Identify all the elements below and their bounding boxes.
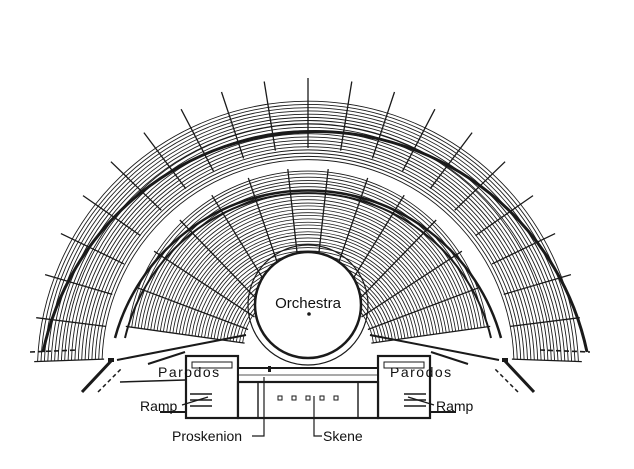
seat-row (128, 170, 488, 327)
parodos-left-label: Parodos (158, 364, 221, 380)
skene-column (319, 395, 325, 401)
outer-wall (41, 130, 589, 353)
ramp-right (404, 393, 426, 407)
proskenion-leader (252, 377, 265, 437)
ramp-left-label: Ramp (140, 398, 178, 414)
aisle-line (491, 233, 556, 265)
parodos-right-passage-top (430, 351, 469, 365)
parodos-left-wall-inner (97, 367, 123, 393)
aisle-line (475, 195, 534, 237)
seat-row (131, 173, 485, 328)
diazoma-outer-edge (113, 189, 503, 339)
seat-row (185, 228, 431, 335)
diazoma-inner-edge (124, 192, 492, 339)
paraskenion-left-inner (191, 361, 233, 369)
seat-row (98, 155, 518, 360)
seat-row (204, 247, 412, 338)
aisle-line (339, 81, 353, 151)
orchestra-ring (247, 244, 369, 366)
parodos-right-wall-inner (493, 367, 519, 393)
aisle-line (110, 161, 162, 211)
aisle-line (401, 108, 436, 172)
seat-row (194, 237, 422, 337)
seat-row (156, 199, 460, 331)
seat-row (143, 186, 473, 330)
aisle-line (361, 250, 463, 318)
aisle-line (34, 358, 105, 363)
ramp-right-leader (407, 396, 435, 406)
seat-row (200, 243, 416, 338)
upper-cavea-edge-left (29, 349, 79, 353)
ramp-left-leader (181, 396, 209, 406)
parodos-left-passage-bottom (119, 379, 186, 383)
aisle-line (510, 317, 580, 328)
thymele-dot (307, 312, 311, 316)
skene-column (305, 395, 311, 401)
skene-column (277, 395, 283, 401)
aisle-line (429, 132, 473, 190)
parodos-left-wall-outer (80, 358, 114, 394)
seat-row (175, 218, 441, 334)
aisle-line (511, 358, 582, 363)
upper-cavea-edge-right (539, 349, 591, 353)
ramp-right-label: Ramp (436, 398, 474, 414)
seat-row (197, 241, 419, 337)
proskenion-door (268, 366, 271, 372)
aisle-line (367, 286, 481, 331)
skene-label: Skene (323, 428, 363, 444)
upper-aisles (34, 78, 582, 363)
aisle-line (371, 325, 491, 344)
paraskenion-right-inner (383, 361, 425, 369)
seat-row (178, 221, 438, 334)
parodos-right-gate (502, 358, 508, 362)
seat-row (159, 202, 457, 332)
aisle-line (82, 195, 141, 237)
skene-leader (313, 396, 322, 437)
skene-columns (277, 395, 339, 401)
aisle-line (263, 81, 277, 151)
seat-row (191, 234, 425, 336)
lower-cavea-edge-right (369, 334, 500, 361)
seat-row (134, 176, 482, 328)
proskenion-label: Proskenion (172, 428, 242, 444)
seat-row (140, 183, 476, 329)
orchestra-circle (253, 250, 363, 360)
seat-row (172, 215, 444, 334)
seat-row (188, 231, 428, 336)
aisle-line (60, 233, 125, 265)
aisle-line (220, 91, 245, 159)
aisle-line (371, 91, 396, 159)
scene-building (160, 354, 456, 420)
seat-row (162, 205, 454, 332)
aisle-line (36, 317, 106, 328)
aisle-line (44, 273, 113, 296)
aisle-line (153, 250, 255, 318)
ramp-left (190, 393, 212, 407)
aisle-line (180, 108, 215, 172)
lower-cavea-edge-left (116, 334, 247, 361)
paraskenion-left (184, 354, 240, 420)
seat-row (169, 212, 447, 333)
aisle-line (135, 286, 249, 331)
seat-row (181, 224, 435, 335)
parodos-right-wall-outer (502, 358, 536, 394)
orchestra-label: Orchestra (275, 295, 342, 312)
seat-row (101, 159, 515, 360)
skene-column (333, 395, 339, 401)
paraskenion-right (376, 354, 432, 420)
skene-column (291, 395, 297, 401)
aisle-line (125, 325, 245, 344)
seat-row (166, 208, 450, 333)
parodos-left-gate (108, 358, 114, 362)
seat-row (153, 195, 463, 331)
parodos-right-label: Parodos (390, 364, 453, 380)
aisle-line (143, 132, 187, 190)
parodos-left-passage-top (147, 351, 186, 365)
